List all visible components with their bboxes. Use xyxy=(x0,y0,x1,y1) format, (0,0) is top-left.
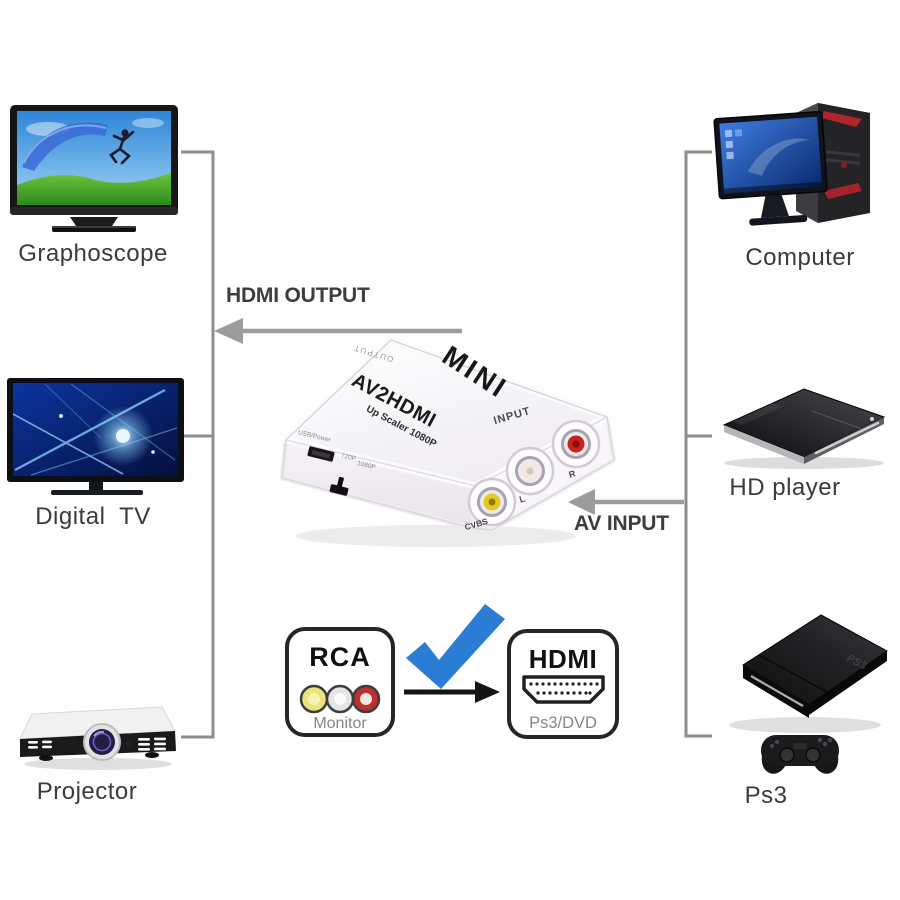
resolution-switch-icon xyxy=(329,476,349,496)
converter-jack-cvbs xyxy=(467,477,517,527)
hdmi-title: HDMI xyxy=(529,644,597,674)
conversion-arrow-icon xyxy=(404,681,500,703)
left-bracket-line xyxy=(181,150,215,739)
converter-jack-l xyxy=(505,446,555,496)
hdmi-output-arrow-icon xyxy=(214,318,462,344)
ps3-label: Ps3 xyxy=(744,782,788,809)
usb-port-icon xyxy=(307,446,335,462)
graphoscope-label: Graphoscope xyxy=(18,240,168,267)
computer-illustration xyxy=(713,103,870,226)
right-bracket-line xyxy=(684,150,712,738)
conversion-indicator xyxy=(404,604,505,703)
hdmi-connector-icon xyxy=(522,675,605,704)
rca-plug-icons xyxy=(299,684,381,714)
projector-vents xyxy=(28,737,166,751)
ps3-controller xyxy=(761,735,839,774)
switch-label-720p: 720P xyxy=(340,452,356,462)
graphoscope-illustration xyxy=(10,105,178,232)
jumping-person-figure xyxy=(109,129,135,165)
av-input-arrow-icon xyxy=(568,489,684,515)
digital-tv-illustration xyxy=(7,378,184,495)
converter-illustration: OUTPUT MINI AV2HDMI Up Scaler 1080P USB/… xyxy=(279,336,617,547)
ps3-console: PS3 xyxy=(742,614,888,718)
rca-title: RCA xyxy=(309,642,371,672)
ps3-illustration: PS3 xyxy=(729,614,888,774)
computer-monitor xyxy=(713,110,828,226)
av-input-label: AV INPUT xyxy=(574,512,669,535)
digital-tv-label: Digital TV xyxy=(35,503,151,530)
switch-label-1080p: 1080P xyxy=(356,460,376,471)
hd-player-illustration xyxy=(722,388,886,469)
rca-badge: RCA Monitor xyxy=(285,627,395,737)
hd-player-label: HD player xyxy=(729,474,841,501)
hdmi-badge: HDMI Ps3/DVD xyxy=(507,629,619,739)
converter-jack-r xyxy=(551,419,601,469)
computer-label: Computer xyxy=(745,244,855,271)
jack-label-r: R xyxy=(568,468,577,480)
jack-label-l: L xyxy=(518,493,527,504)
projector-label: Projector xyxy=(36,778,138,805)
rca-subtitle: Monitor xyxy=(313,715,367,732)
check-icon xyxy=(406,604,505,689)
projector-lens xyxy=(83,723,121,761)
hdmi-output-label: HDMI OUTPUT xyxy=(226,284,370,307)
projector-illustration xyxy=(19,706,176,770)
hdmi-subtitle: Ps3/DVD xyxy=(529,714,597,732)
